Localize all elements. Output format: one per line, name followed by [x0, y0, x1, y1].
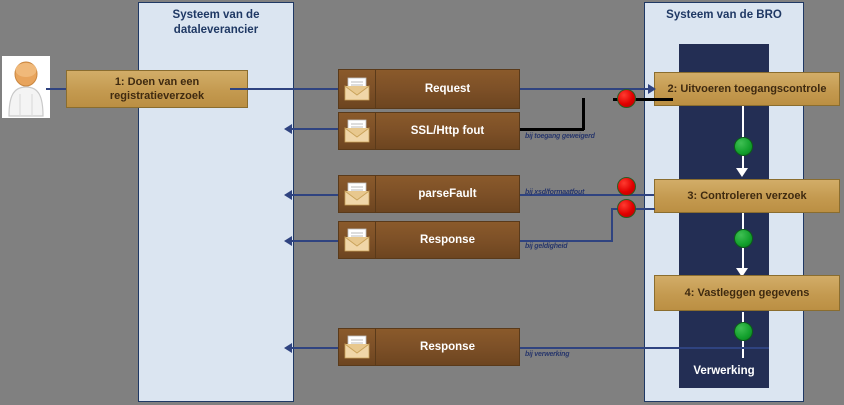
message-box-response-2[interactable]: Response: [338, 328, 520, 366]
swimlane-dataleverancier: [138, 2, 294, 402]
arrow-response3-to-lane: [284, 343, 292, 353]
status-dot-red-3: [617, 199, 636, 218]
activity-box-3-label: 3: Controleren verzoek: [687, 190, 807, 202]
message-icon-cell: [339, 222, 376, 258]
arrow-sslfout-to-lane: [284, 124, 292, 134]
message-icon-cell: [339, 113, 376, 149]
status-dot-green-1: [734, 137, 753, 156]
activity-box-3[interactable]: 3: Controleren verzoek: [654, 179, 840, 213]
activity-box-1[interactable]: 1: Doen van een registratieverzoek: [66, 70, 248, 108]
connector-a3-to-response2-v: [611, 208, 613, 242]
status-dot-red-1: [617, 89, 636, 108]
connector-a3-to-parsefault: [519, 194, 654, 196]
condition-label-geldigheid: bij geldigheid: [525, 243, 568, 250]
arrow-response2-to-lane: [284, 236, 292, 246]
message-icon-cell: [339, 176, 376, 212]
connector-sslfout-to-lane: [290, 128, 340, 130]
connector-request-to-a2: [519, 88, 653, 90]
condition-label-verwerking: bij verwerking: [525, 351, 570, 358]
message-box-ssl-http-fout[interactable]: SSL/Http fout: [338, 112, 520, 150]
envelope-icon: [344, 228, 370, 252]
message-box-response-1[interactable]: Response: [338, 221, 520, 259]
message-box-ssl-http-fout-label: SSL/Http fout: [410, 125, 485, 137]
status-dot-green-3: [734, 322, 753, 341]
connector-actor-to-a1: [46, 88, 68, 90]
activity-box-2-label: 2: Uitvoeren toegangscontrole: [667, 83, 827, 95]
actor-card: [2, 56, 50, 118]
connector-branch-toegang-v: [582, 98, 585, 130]
connector-a3-to-response2-h2: [519, 240, 613, 242]
message-icon-cell: [339, 329, 376, 365]
message-box-request[interactable]: Request: [338, 69, 520, 109]
actor-icon: [8, 61, 44, 117]
activity-box-4[interactable]: 4: Vastleggen gegevens: [654, 275, 840, 311]
message-box-parsefault[interactable]: parseFault: [338, 175, 520, 213]
status-dot-red-2: [617, 177, 636, 196]
flow-arrow-3-to-4: [736, 268, 748, 277]
envelope-icon: [344, 335, 370, 359]
swimlane-dataleverancier-title: Systeem van de dataleverancier: [172, 9, 260, 36]
arrow-parsefault-to-lane: [284, 190, 292, 200]
message-box-response-1-label: Response: [420, 234, 475, 246]
activity-box-1-label: 1: Doen van een registratieverzoek: [109, 76, 205, 102]
activity-box-2[interactable]: 2: Uitvoeren toegangscontrole: [654, 72, 840, 106]
connector-a1-to-request: [230, 88, 340, 90]
message-box-request-label: Request: [424, 83, 471, 95]
activity-box-4-label: 4: Vastleggen gegevens: [684, 287, 810, 299]
condition-label-toegang-geweigerd: bij toegang geweigerd: [525, 133, 595, 140]
message-box-parsefault-label: parseFault: [418, 188, 477, 200]
processing-label: Verwerking: [693, 365, 755, 377]
swimlane-bro-title: Systeem van de BRO: [666, 9, 782, 21]
message-box-response-2-label: Response: [420, 341, 475, 353]
condition-label-xsd-formaatfout: bij xsd/formaatfout: [525, 189, 585, 196]
envelope-icon: [344, 77, 370, 101]
connector-parsefault-to-lane: [290, 194, 340, 196]
connector-response2-to-lane: [290, 240, 340, 242]
status-dot-green-2: [734, 229, 753, 248]
connector-verwerking-to-response3: [519, 347, 769, 349]
connector-response3-to-lane: [290, 347, 340, 349]
envelope-icon: [344, 119, 370, 143]
connector-branch-toegang-h2: [520, 128, 584, 131]
flow-arrow-2-to-3: [736, 168, 748, 177]
message-icon-cell: [339, 70, 376, 108]
envelope-icon: [344, 182, 370, 206]
connector-branch-toegang-h1: [613, 98, 673, 101]
arrow-request-to-a2: [648, 84, 656, 94]
